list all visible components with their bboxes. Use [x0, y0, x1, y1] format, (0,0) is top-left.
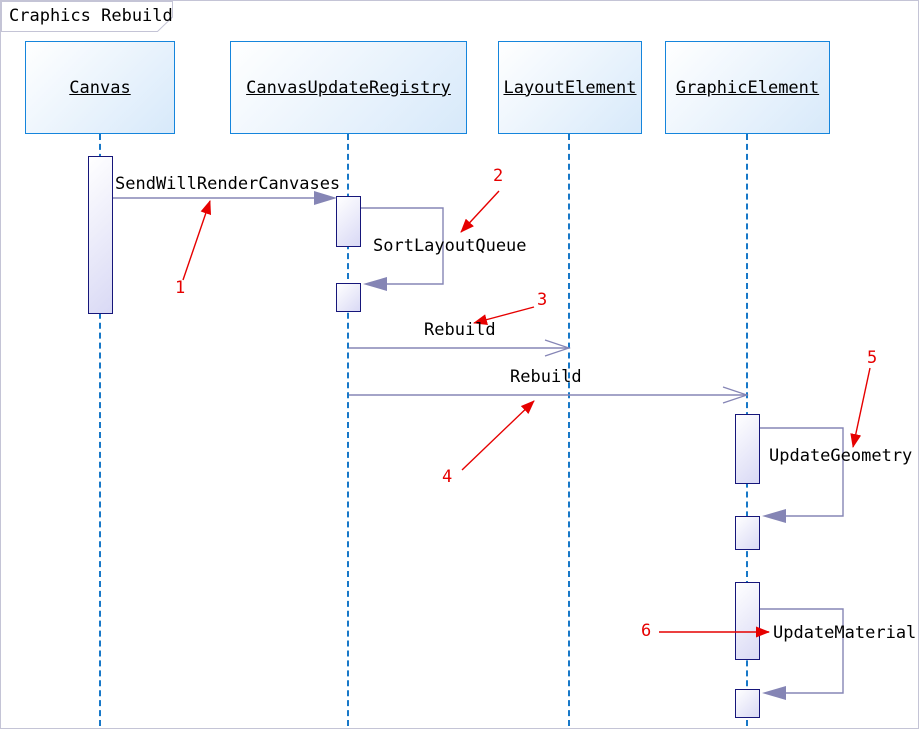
- activation-bar-registry-2[interactable]: [336, 283, 361, 312]
- arrowhead-solid: [762, 686, 786, 700]
- activation-bar-graphic-4[interactable]: [735, 689, 760, 718]
- arrowhead-solid: [363, 277, 387, 291]
- message-label-rebuild-graphic[interactable]: Rebuild: [510, 367, 582, 387]
- message-line-updategeometry[interactable]: [760, 427, 844, 517]
- annotation-number-3[interactable]: 3: [537, 290, 548, 310]
- message-label-updategeometry[interactable]: UpdateGeometry: [769, 446, 913, 466]
- arrowhead-solid: [762, 509, 786, 523]
- lifeline-head-label: Canvas: [69, 77, 131, 98]
- lifeline-head-label: GraphicElement: [675, 77, 820, 98]
- activation-bar-graphic-3[interactable]: [735, 582, 760, 660]
- lifeline-head-canvasupdateregistry[interactable]: CanvasUpdateRegistry: [230, 41, 467, 134]
- lifeline-canvasupdateregistry[interactable]: [347, 134, 349, 726]
- annotation-arrow-1[interactable]: [182, 200, 212, 281]
- annotation-number-2[interactable]: 2: [493, 166, 504, 186]
- annotation-arrow-2[interactable]: [460, 190, 500, 233]
- message-label-sortlayoutqueue[interactable]: SortLayoutQueue: [373, 236, 527, 256]
- annotation-number-6[interactable]: 6: [641, 621, 652, 641]
- lifeline-head-label: LayoutElement: [503, 77, 637, 98]
- annotation-number-5[interactable]: 5: [867, 348, 878, 368]
- lifeline-head-canvas[interactable]: Canvas: [25, 41, 175, 134]
- lifeline-canvas[interactable]: [99, 134, 101, 726]
- activation-bar-graphic-2[interactable]: [735, 516, 760, 550]
- message-label-sendwillrendercanvases[interactable]: SendWillRenderCanvases: [115, 174, 341, 194]
- diagram-title: Craphics Rebuild: [9, 6, 173, 26]
- lifeline-head-label: CanvasUpdateRegistry: [246, 77, 451, 98]
- lifeline-layoutelement[interactable]: [568, 134, 570, 726]
- message-label-rebuild-layout[interactable]: Rebuild: [424, 320, 496, 340]
- arrowhead-open: [722, 386, 749, 404]
- activation-bar-registry-1[interactable]: [336, 196, 361, 247]
- lifeline-head-layoutelement[interactable]: LayoutElement: [498, 41, 642, 134]
- annotation-number-4[interactable]: 4: [442, 467, 453, 487]
- annotation-number-1[interactable]: 1: [175, 278, 186, 298]
- arrowhead-open: [544, 339, 571, 357]
- lifeline-head-graphicelement[interactable]: GraphicElement: [665, 41, 830, 134]
- activation-bar-canvas[interactable]: [88, 156, 113, 314]
- annotation-arrow-5[interactable]: [850, 367, 871, 448]
- annotation-arrow-4[interactable]: [461, 400, 535, 471]
- message-label-updatematerial[interactable]: UpdateMaterial: [773, 623, 917, 643]
- activation-bar-graphic-1[interactable]: [735, 414, 760, 484]
- message-line-updatematerial[interactable]: [760, 608, 844, 694]
